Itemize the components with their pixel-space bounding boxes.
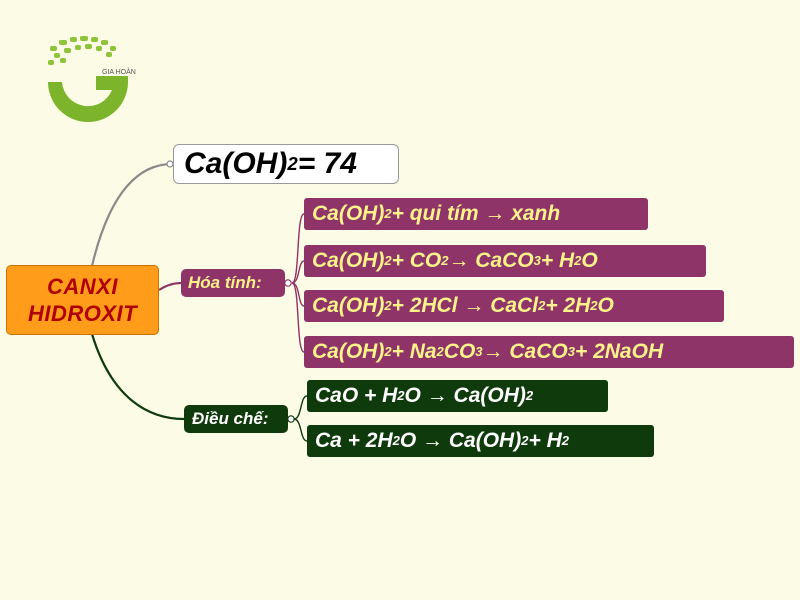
reaction-text: O → Ca(OH) [404,384,526,407]
reaction-text: → CaCO [448,249,534,272]
molar-mass-node[interactable]: Ca(OH)2 = 74 [173,144,399,184]
chemical-properties-label[interactable]: Hóa tính: [181,269,285,297]
logo-brand-text: GIA HOÀNG [102,67,136,76]
reaction-text: + Na [391,340,437,363]
reaction-text: O → Ca(OH) [399,429,522,452]
reaction-text: + CO [391,249,442,272]
reaction-text: Ca(OH) [312,202,385,225]
reaction-text: Ca(OH) [312,340,385,363]
connector-chem-branches [291,213,305,353]
reaction-text: + 2NaOH [574,340,664,363]
connector-prep-branches [293,395,308,442]
reaction-text: + 2H [545,294,591,317]
reaction-text: Ca + 2H [315,429,393,452]
reaction-text: → CaCO [482,340,568,363]
formula-post: = 74 [297,147,357,180]
formula-pre: Ca(OH) [184,147,288,180]
logo-g-shape [48,76,128,122]
reaction-text: O [597,294,614,317]
reaction-text: Ca(OH) [312,249,385,272]
chem-reaction-1[interactable]: Ca(OH)2 + qui tím → xanh [304,198,648,230]
preparation-label[interactable]: Điều chế: [184,405,288,433]
root-line-2: HIDROXIT [27,301,138,326]
connector-root-prep [90,333,185,421]
reaction-text: Ca(OH) [312,294,385,317]
prep-collapse-handle[interactable] [287,415,295,423]
logo-leaf-icon [48,36,116,65]
root-topic[interactable]: CANXI HIDROXIT [6,265,159,335]
reaction-text: + H [528,429,562,452]
reaction-text: + 2HCl → CaCl [391,294,539,317]
reaction-text: + qui tím → xanh [391,202,561,225]
chem-collapse-handle[interactable] [284,279,292,287]
reaction-text: CaO + H [315,384,398,407]
gia-hoang-logo: GIA HOÀNG [48,36,136,122]
root-line-1: CANXI [47,274,118,299]
reaction-text: O [581,249,598,272]
connector-root-formula [90,162,173,267]
reaction-text: CO [443,340,476,363]
connector-root-chem [158,281,182,291]
reaction-text: + H [540,249,575,272]
